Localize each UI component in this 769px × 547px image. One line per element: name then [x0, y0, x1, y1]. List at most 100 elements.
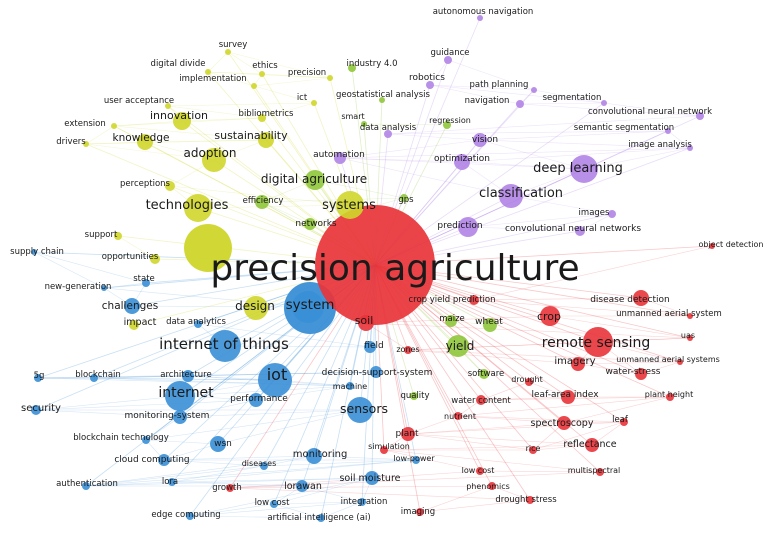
term-label: leaf	[612, 415, 629, 425]
term-node	[380, 446, 388, 454]
term-node	[358, 315, 374, 331]
term-label: unmanned aerial systems	[616, 355, 720, 364]
term-node	[571, 357, 585, 371]
term-node	[488, 482, 496, 490]
term-label: navigation	[465, 96, 510, 106]
term-node	[635, 368, 647, 380]
term-label: networks	[295, 219, 337, 229]
edge	[163, 443, 219, 461]
edge	[407, 433, 534, 451]
term-node	[709, 243, 715, 249]
edge	[207, 71, 255, 87]
edge	[473, 297, 642, 301]
term-node	[90, 374, 98, 382]
term-label: nutrient	[444, 412, 476, 421]
edge	[429, 84, 535, 91]
term-label: adoption	[184, 146, 237, 160]
term-label: leaf-area index	[531, 390, 599, 400]
term-label: object detection	[699, 240, 764, 249]
term-label: water-stress	[606, 367, 661, 377]
term-node	[317, 514, 325, 522]
edge	[261, 102, 315, 119]
term-node	[479, 369, 489, 379]
edge	[301, 485, 363, 503]
term-node	[142, 436, 150, 444]
edge	[189, 501, 363, 517]
term-node	[677, 359, 683, 365]
edge	[255, 385, 351, 401]
edge	[577, 361, 681, 365]
edge	[363, 123, 448, 126]
edge	[383, 444, 593, 451]
term-label: autonomous navigation	[433, 7, 534, 17]
term-node	[292, 291, 324, 323]
term-node	[83, 141, 89, 147]
term-node	[444, 56, 452, 64]
term-node	[168, 478, 176, 486]
edge	[479, 139, 585, 170]
term-node	[540, 306, 560, 326]
term-label: robotics	[409, 73, 445, 83]
edge	[407, 433, 593, 446]
central-term-label: precision agriculture	[210, 248, 579, 289]
term-node	[364, 341, 376, 353]
term-node	[327, 75, 333, 81]
edge	[33, 251, 105, 289]
edge	[163, 459, 265, 467]
edge	[457, 415, 625, 423]
edge	[480, 396, 671, 401]
term-node	[259, 71, 265, 77]
term-label: low-power	[393, 454, 435, 463]
term-node	[379, 97, 385, 103]
term-node	[347, 397, 373, 423]
term-label: challenges	[102, 300, 158, 312]
edge	[387, 133, 481, 141]
term-label: efficiency	[243, 196, 284, 206]
edge	[419, 485, 493, 513]
term-label: software	[468, 369, 505, 379]
term-node	[194, 320, 202, 328]
edge	[597, 337, 691, 343]
term-node	[31, 249, 37, 255]
edge	[667, 130, 691, 149]
term-node	[570, 155, 598, 183]
edge	[35, 409, 181, 418]
term-label: opportunities	[102, 252, 159, 262]
edge	[35, 399, 257, 411]
edge	[263, 459, 417, 467]
edge	[429, 84, 521, 105]
edge	[314, 179, 405, 199]
term-label: guidance	[430, 48, 469, 58]
term-label: drivers	[56, 137, 86, 147]
edge	[533, 89, 605, 104]
term-node	[665, 128, 671, 134]
edge	[407, 415, 459, 435]
edge	[189, 515, 322, 519]
term-node	[129, 320, 139, 330]
term-label: artificial intelligence (ai)	[267, 513, 370, 523]
term-node	[404, 346, 412, 354]
edge	[85, 459, 417, 487]
term-label: phenomics	[466, 482, 510, 491]
term-label: lorawan	[284, 481, 322, 492]
term-label: regression	[429, 116, 471, 125]
term-label: water content	[451, 396, 511, 406]
term-label: machine	[333, 382, 367, 391]
edge	[145, 409, 361, 441]
edge	[171, 459, 417, 483]
term-label: deep learning	[533, 161, 623, 176]
edge	[37, 375, 189, 379]
edge	[387, 115, 701, 135]
edge	[273, 501, 363, 505]
term-label: geostatistical analysis	[336, 90, 431, 100]
term-node	[596, 468, 604, 476]
term-label: spectroscopy	[531, 418, 594, 429]
term-label: path planning	[470, 80, 529, 90]
term-node	[557, 416, 571, 430]
term-label: multispectral	[568, 466, 621, 475]
term-node	[165, 181, 175, 191]
term-label: vision	[472, 135, 498, 145]
term-node	[270, 500, 278, 508]
term-label: security	[21, 403, 61, 414]
term-label: 5g	[34, 371, 45, 381]
